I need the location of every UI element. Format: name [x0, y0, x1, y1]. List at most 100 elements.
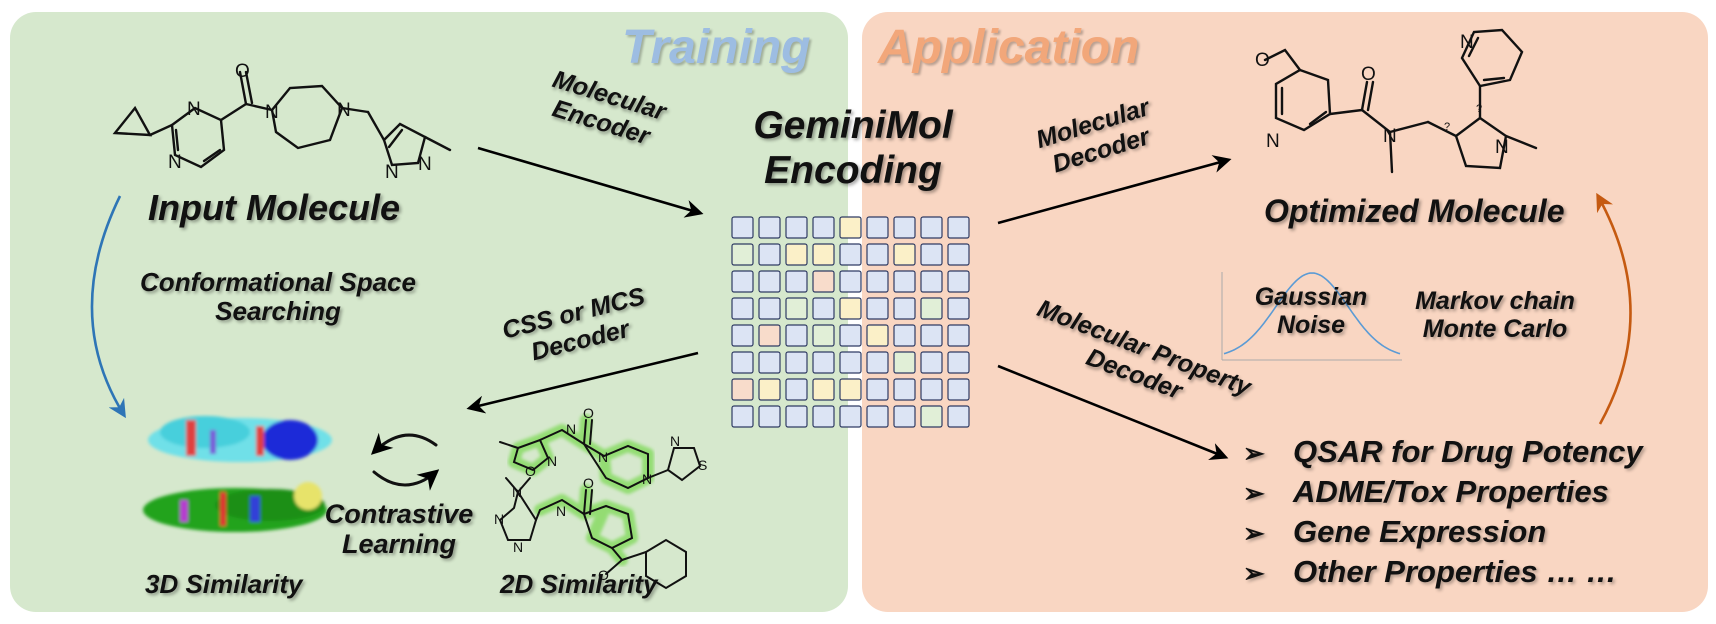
encoding-cell: [947, 297, 970, 320]
search-curve-arrow: [90, 195, 126, 419]
contrastive-learning-line-1: Contrastive: [324, 499, 474, 529]
encoding-cell: [893, 324, 916, 347]
application-item: ➢ ADME/Tox Properties: [1243, 472, 1643, 512]
encoding-cell: [758, 243, 781, 266]
encoding-cell: [920, 270, 943, 293]
atom-label: S: [698, 457, 707, 473]
conformational-search-line-2: Searching: [215, 295, 341, 326]
atom-label: O: [525, 463, 536, 479]
css-mcs-arrow: [466, 351, 699, 414]
encoder-arrow: [477, 146, 704, 218]
atom-label: N: [418, 154, 432, 175]
atom-label: N: [494, 511, 504, 527]
atom-label: ?: [1444, 121, 1450, 133]
encoding-cell: [758, 216, 781, 239]
encoding-cell: [839, 297, 862, 320]
encoding-cell: [920, 405, 943, 428]
similarity-2d-atoms: O N N O N N S N N N N N O O: [494, 405, 707, 583]
atom-label: N: [265, 102, 279, 123]
atom-label: N: [337, 100, 351, 121]
encoding-cell: [731, 351, 754, 374]
encoding-cell: [758, 324, 781, 347]
encoding-cell: [731, 243, 754, 266]
encoding-cell: [893, 405, 916, 428]
encoding-cell: [731, 324, 754, 347]
input-molecule-label: Input Molecule: [148, 187, 400, 228]
geminimol-encoding-line-1: GeminiMol: [753, 104, 953, 147]
application-item: ➢Other Properties … …: [1243, 552, 1643, 592]
application-item: ➢QSAR for Drug Potency: [1243, 432, 1643, 472]
encoding-cell: [866, 216, 889, 239]
encoding-cell: [947, 270, 970, 293]
gaussian-curve: [1223, 272, 1401, 355]
atom-label: N: [168, 152, 182, 173]
arrowhead-bullet-icon: ➢: [1243, 518, 1265, 548]
encoding-cell: [758, 378, 781, 401]
encoding-cell: [758, 270, 781, 293]
gaussian-noise-line-1: Gaussian: [1254, 283, 1368, 311]
encoding-cell: [785, 405, 808, 428]
mcmc-line-1: Markov chain: [1415, 287, 1575, 315]
application-item-label: Gene Expression: [1293, 514, 1547, 549]
encoding-cell: [947, 243, 970, 266]
encoding-cell: [893, 297, 916, 320]
atom-label: ?: [1476, 103, 1482, 115]
encoding-cell: [866, 243, 889, 266]
property-decoder-arrow: [997, 364, 1229, 461]
similarity-3d-label: 3D Similarity: [145, 569, 303, 599]
similarity-2d-label: 2D Similarity: [500, 569, 658, 599]
optimized-molecule-label: Optimized Molecule: [1264, 193, 1565, 229]
encoding-cell: [920, 378, 943, 401]
encoding-cell: [893, 270, 916, 293]
encoding-grid: [731, 216, 970, 428]
atom-label: N: [642, 471, 652, 487]
encoding-cell: [947, 405, 970, 428]
encoding-cell: [839, 243, 862, 266]
encoding-cell: [839, 378, 862, 401]
similarity-2d-bonds: [498, 419, 702, 590]
encoding-cell: [731, 297, 754, 320]
mcmc-curve-arrow: [1596, 192, 1632, 425]
atom-label: N: [187, 99, 201, 120]
atom-label: N: [1266, 131, 1280, 152]
encoding-cell: [866, 270, 889, 293]
conformational-search-line-1: Conformational Space: [140, 267, 416, 297]
encoding-cell: [839, 270, 862, 293]
encoding-cell: [785, 243, 808, 266]
input-molecule-atoms: O N N N N N N: [168, 61, 432, 183]
encoding-cell: [785, 216, 808, 239]
optimized-molecule-atoms: O O N N N N ? ?: [1255, 32, 1509, 158]
encoding-cell: [839, 324, 862, 347]
encoding-cell: [866, 378, 889, 401]
atom-label: N: [547, 453, 557, 469]
arrowhead-bullet-icon: ➢: [1243, 478, 1265, 508]
encoding-cell: [812, 378, 835, 401]
optimized-molecule-structure: [1263, 28, 1538, 174]
encoding-cell: [839, 405, 862, 428]
geminimol-encoding-label: GeminiMol Encoding: [728, 104, 978, 194]
encoding-cell: [731, 216, 754, 239]
encoding-cell: [866, 351, 889, 374]
encoding-cell: [920, 297, 943, 320]
encoding-cell: [920, 216, 943, 239]
encoding-cell: [839, 216, 862, 239]
geminimol-encoding-line-2: Encoding: [764, 148, 942, 192]
encoding-cell: [758, 405, 781, 428]
encoding-cell: [758, 351, 781, 374]
atom-label: N: [513, 539, 523, 555]
application-item-label: ADME/Tox Properties: [1293, 474, 1609, 509]
encoding-cell: [920, 243, 943, 266]
training-title: Training: [622, 21, 811, 74]
encoding-cell: [947, 378, 970, 401]
encoding-cell: [866, 324, 889, 347]
gaussian-noise-label: Gaussian Noise: [1236, 283, 1386, 339]
encoding-cell: [812, 216, 835, 239]
encoding-cell: [785, 270, 808, 293]
encoding-cell: [731, 405, 754, 428]
decoder-arrow: [997, 155, 1232, 225]
encoding-cell: [812, 405, 835, 428]
atom-label: O: [598, 567, 609, 583]
encoding-cell: [839, 351, 862, 374]
mcmc-label: Markov chain Monte Carlo: [1398, 287, 1592, 343]
